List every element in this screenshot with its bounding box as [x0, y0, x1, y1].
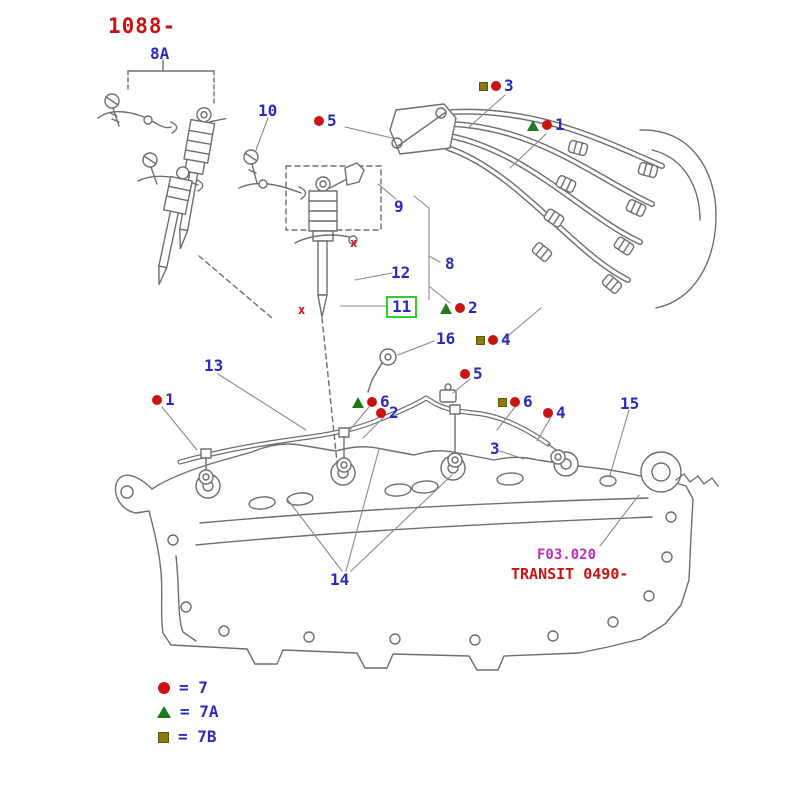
- leader-lines: [161, 94, 640, 572]
- red-dot-marker: [460, 369, 470, 379]
- callout-5-mid[interactable]: 5: [460, 366, 483, 382]
- legend-label: = 7B: [178, 727, 217, 746]
- red-dot-marker: [376, 408, 386, 418]
- callout-2-mid[interactable]: 2: [440, 300, 478, 316]
- callout-label: 2: [389, 403, 399, 422]
- fuel-injector-c: [294, 190, 358, 318]
- red-dot-marker: [488, 335, 498, 345]
- injection-pipes-drawing: [389, 103, 717, 309]
- callout-8[interactable]: 8: [445, 256, 455, 272]
- callout-10[interactable]: 10: [258, 103, 277, 119]
- callout-label: 6: [523, 392, 533, 411]
- injection-pump: [639, 129, 717, 309]
- pipe-union-nuts: [531, 139, 659, 294]
- banjo-eyelet: [379, 348, 397, 366]
- red-dot-marker: [455, 303, 465, 313]
- red-dot-marker: [314, 116, 324, 126]
- injector-assembly-mid: [238, 149, 382, 463]
- callout-3-low[interactable]: 3: [490, 441, 500, 457]
- callout-label: 6: [380, 392, 390, 411]
- callout-label: 1: [165, 390, 175, 409]
- callout-6-left[interactable]: 6: [352, 394, 390, 410]
- callout-16[interactable]: 16: [436, 331, 455, 347]
- green-triangle-marker: [440, 302, 452, 314]
- callout-12[interactable]: 12: [391, 265, 410, 281]
- callout-label: 4: [501, 330, 511, 349]
- legend-row-square: = 7B: [158, 729, 217, 745]
- callout-11-highlighted[interactable]: 11: [386, 296, 418, 318]
- callout-15[interactable]: 15: [620, 396, 639, 412]
- x-mark-upper: x: [350, 236, 358, 250]
- callout-label: 16: [436, 329, 456, 348]
- olive-square-marker: [498, 397, 507, 407]
- callout-label: 5: [473, 364, 483, 383]
- callout-13[interactable]: 13: [204, 358, 223, 374]
- callout-label: 11: [392, 297, 412, 316]
- callout-4-right[interactable]: 4: [543, 405, 566, 421]
- ribbed-hose: [675, 473, 719, 487]
- x-mark-lower: x: [298, 303, 306, 317]
- callout-label: 15: [620, 394, 640, 413]
- callout-4-mid[interactable]: 4: [476, 332, 511, 348]
- injector-assembly-8a: [97, 59, 273, 319]
- green-triangle-marker: [157, 706, 171, 718]
- red-dot-marker: [152, 395, 162, 405]
- clamp-fork: [344, 162, 365, 186]
- green-triangle-marker: [352, 396, 364, 408]
- fuel-injector-a: [179, 106, 227, 250]
- fuel-injector-b: [158, 166, 193, 286]
- callout-5-top[interactable]: 5: [314, 113, 337, 129]
- callout-14[interactable]: 14: [330, 572, 349, 588]
- callout-label: 2: [468, 298, 478, 317]
- olive-square-marker: [476, 335, 485, 345]
- callout-6-right[interactable]: 6: [498, 394, 533, 410]
- red-dot-marker: [510, 397, 520, 407]
- callout-label: 8A: [150, 44, 170, 63]
- callout-2-low[interactable]: 2: [376, 405, 399, 421]
- page-title: 1088-: [108, 14, 177, 38]
- callout-label: 3: [504, 76, 514, 95]
- callout-label: 8: [445, 254, 455, 273]
- callout-8a[interactable]: 8A: [150, 46, 169, 62]
- figure-code: F03.020: [537, 547, 597, 563]
- injector-clamp: [97, 111, 172, 129]
- legend-label: = 7: [179, 678, 208, 697]
- callout-label: 3: [490, 439, 500, 458]
- olive-square-marker: [158, 731, 169, 743]
- legend-row-triangle: = 7A: [157, 704, 219, 720]
- callout-3-top[interactable]: 3: [479, 78, 514, 94]
- callout-label: 13: [204, 356, 224, 375]
- red-dot-marker: [158, 682, 170, 694]
- red-dot-marker: [542, 120, 552, 130]
- injector-clamp: [238, 182, 302, 194]
- callout-label: 12: [391, 263, 411, 282]
- callout-label: 9: [394, 197, 404, 216]
- leak-off-pipe-drawing: [177, 348, 566, 485]
- callout-label: 4: [556, 403, 566, 422]
- head-bolt-holes: [167, 511, 677, 646]
- callout-label: 1: [555, 115, 565, 134]
- red-dot-marker: [543, 408, 553, 418]
- red-dot-marker: [367, 397, 377, 407]
- legend-label: = 7A: [180, 702, 219, 721]
- model-code: TRANSIT 0490-: [511, 565, 629, 583]
- red-dot-marker: [491, 81, 501, 91]
- callout-label: 5: [327, 111, 337, 130]
- olive-square-marker: [479, 81, 488, 91]
- callout-label: 14: [330, 570, 350, 589]
- green-triangle-marker: [527, 119, 539, 131]
- callout-label: 10: [258, 101, 278, 120]
- callout-1-left[interactable]: 1: [152, 392, 175, 408]
- legend-row-dot: = 7: [158, 680, 208, 696]
- callout-9[interactable]: 9: [394, 199, 404, 215]
- pipe-bracket: [389, 103, 457, 155]
- callout-1-top[interactable]: 1: [527, 117, 565, 133]
